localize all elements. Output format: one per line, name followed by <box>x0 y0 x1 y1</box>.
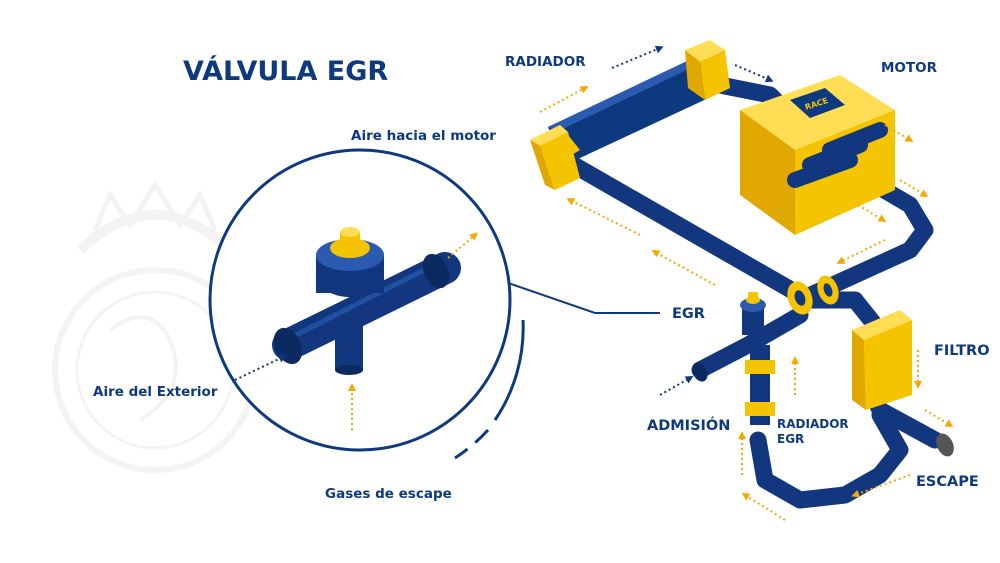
label-motor: MOTOR <box>881 60 938 76</box>
label-filtro: FILTRO <box>934 343 990 359</box>
label-aire-exterior: Aire del Exterior <box>93 384 218 400</box>
arrow-aire-motor-zoom <box>447 232 479 259</box>
label-gases-escape: Gases de escape <box>325 486 452 502</box>
radiador-block <box>530 40 730 190</box>
label-egr: EGR <box>672 306 705 322</box>
egr-valve-small <box>740 275 839 335</box>
admision-inlet <box>692 362 708 382</box>
egr-callout-line <box>507 282 660 314</box>
label-radiador-egr-line2: EGR <box>777 432 804 446</box>
label-admision: ADMISIÓN <box>647 416 730 434</box>
egr-valve-zoom <box>272 227 461 375</box>
flow-arrows <box>539 45 954 521</box>
filtro-block <box>852 310 912 410</box>
label-radiador: RADIADOR <box>505 54 586 70</box>
page-title: VÁLVULA EGR <box>183 55 388 87</box>
arrow-aire-exterior <box>234 355 287 381</box>
label-escape: ESCAPE <box>916 474 979 490</box>
radiador-egr-block <box>745 345 775 425</box>
label-radiador-egr-line1: RADIADOR <box>777 417 849 431</box>
label-aire-motor: Aire hacia el motor <box>351 128 496 144</box>
motor-block: RACE <box>740 75 895 235</box>
escape-outlet <box>936 433 954 457</box>
